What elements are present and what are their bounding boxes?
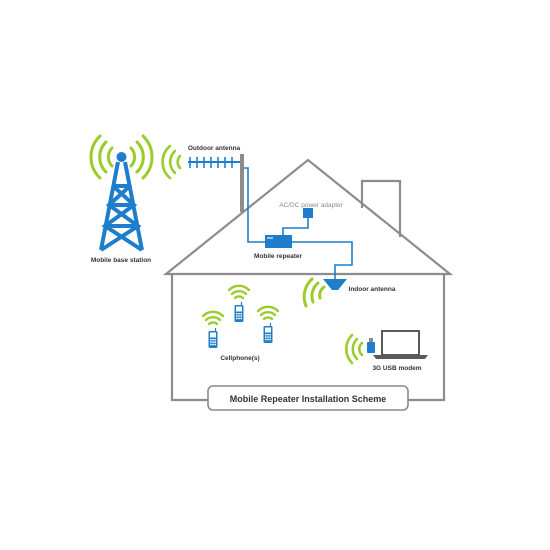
cable-antenna-to-repeater: [244, 167, 265, 243]
yagi-antenna-icon: [188, 154, 244, 212]
signal-waves-icon: [89, 134, 154, 180]
cell-tower-icon: [99, 152, 144, 252]
cellphone-icon: [201, 310, 225, 349]
cable-adapter-to-repeater: [282, 218, 309, 238]
label-repeater: Mobile repeater: [254, 253, 303, 260]
power-adapter-icon: [303, 208, 313, 218]
signal-waves-icon: [161, 144, 182, 180]
signal-waves-icon: [302, 277, 326, 308]
label-outdoor-antenna: Outdoor antenna: [188, 145, 241, 152]
label-power-adapter: AC/DC power adapter: [279, 202, 343, 209]
label-base-station: Mobile base station: [91, 257, 151, 264]
wall-left: [170, 274, 208, 402]
cable-repeater-to-indoor: [292, 241, 353, 279]
signal-waves-icon: [345, 333, 364, 365]
label-cellphones: Cellphone(s): [220, 355, 259, 362]
dome-antenna-icon: [323, 279, 347, 290]
label-indoor-antenna: Indoor antenna: [349, 286, 396, 293]
wall-right: [408, 274, 446, 402]
cellphone-icon: [256, 305, 280, 344]
usb-modem-icon: [367, 338, 375, 353]
house-outline: [162, 158, 454, 402]
chimney: [360, 179, 402, 237]
cellphone-icon: [227, 284, 251, 323]
cables: [244, 167, 353, 279]
repeater-box-icon: [265, 235, 292, 248]
diagram-title: Mobile Repeater Installation Scheme: [230, 394, 387, 404]
title-box: [207, 385, 409, 411]
laptop-icon: [373, 330, 428, 359]
roof: [162, 158, 454, 276]
label-usb-modem: 3G USB modem: [372, 365, 421, 372]
